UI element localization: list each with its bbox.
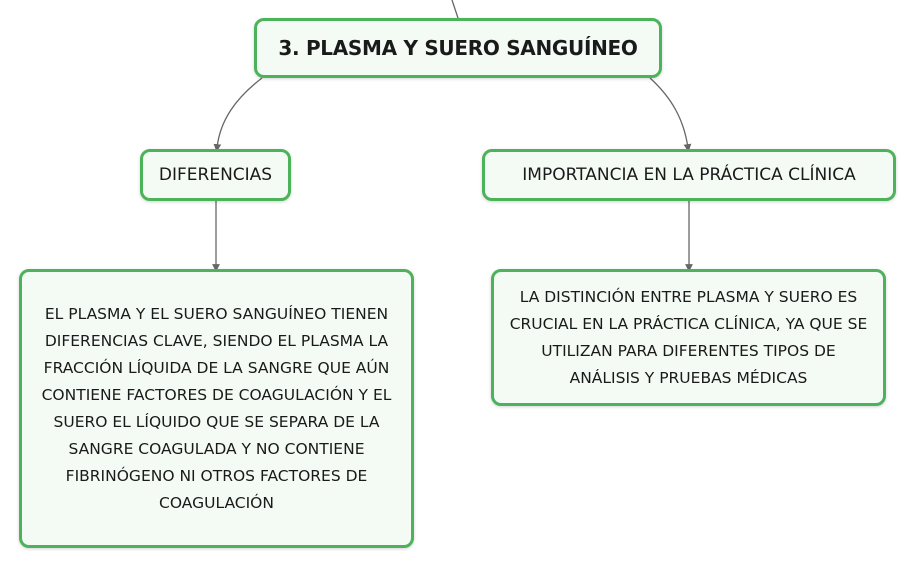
root-topic-node[interactable]: 3. PLASMA Y SUERO SANGUÍNEO xyxy=(254,18,662,78)
connector-root-to-diferencias xyxy=(213,77,263,152)
detail-node-diferencias[interactable]: EL PLASMA Y EL SUERO SANGUÍNEO TIENEN DI… xyxy=(19,269,414,548)
connector-parent-to-root xyxy=(451,0,459,19)
connector-root-to-importancia xyxy=(649,77,692,152)
root-topic-label: 3. PLASMA Y SUERO SANGUÍNEO xyxy=(278,36,638,60)
detail-text-diferencias: EL PLASMA Y EL SUERO SANGUÍNEO TIENEN DI… xyxy=(41,304,392,512)
detail-node-importancia[interactable]: LA DISTINCIÓN ENTRE PLASMA Y SUERO ES CR… xyxy=(491,269,886,406)
detail-text-importancia: LA DISTINCIÓN ENTRE PLASMA Y SUERO ES CR… xyxy=(509,287,868,387)
branch-node-importancia[interactable]: IMPORTANCIA EN LA PRÁCTICA CLÍNICA xyxy=(482,149,896,201)
branch-label-diferencias: DIFERENCIAS xyxy=(158,165,273,185)
branch-node-diferencias[interactable]: DIFERENCIAS xyxy=(140,149,291,201)
branch-label-importancia: IMPORTANCIA EN LA PRÁCTICA CLÍNICA xyxy=(522,165,856,185)
